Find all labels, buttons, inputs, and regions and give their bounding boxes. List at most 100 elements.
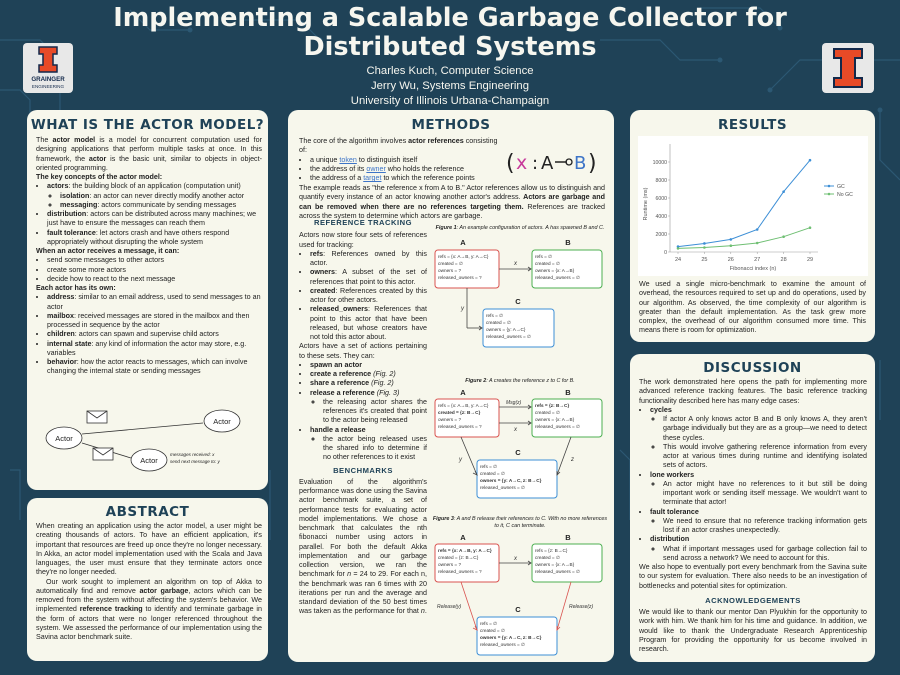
bench-text: Evaluation of the algorithm's performanc… bbox=[299, 477, 427, 579]
methods-text: The core of the algorithm involves bbox=[299, 137, 409, 145]
caption-text: : A creates the reference z to C for B. bbox=[486, 378, 575, 384]
illinois-block-i-icon bbox=[833, 48, 863, 88]
data-point bbox=[729, 238, 733, 241]
data-point bbox=[676, 245, 680, 248]
actor-label: Actor bbox=[140, 456, 158, 465]
svg-text:GRAINGER: GRAINGER bbox=[31, 76, 65, 83]
abstract-panel: ABSTRACT When creating an application us… bbox=[27, 498, 268, 661]
figure-3-diagram: A B C refs = {x: A→B, y: A→C} created = … bbox=[434, 533, 603, 656]
poster-title: Implementing a Scalable Garbage Collecto… bbox=[113, 3, 787, 62]
key-concepts-label: The key concepts of the actor model: bbox=[36, 173, 262, 182]
x-axis-label: Fibonacci index (n) bbox=[730, 266, 777, 272]
edge-case-list: cycles If actor A only knows actor B and… bbox=[639, 406, 867, 563]
list-item: decide how to react to the next message bbox=[47, 275, 262, 284]
definition: : actors can spawn and supervise child a… bbox=[74, 330, 219, 339]
box-line: owners = {x: A→B} bbox=[535, 562, 575, 567]
definition: : actors can be distributed across many … bbox=[47, 210, 257, 228]
svg-text:(: ( bbox=[506, 151, 515, 176]
figure-1-caption: Figure 1: An example configuration of ac… bbox=[431, 225, 609, 232]
definition: : References owned by this actor. bbox=[310, 249, 427, 267]
grainger-engineering-logo: GRAINGER ENGINEERING bbox=[23, 43, 73, 93]
data-point bbox=[703, 242, 706, 245]
data-point bbox=[782, 235, 785, 238]
box-line: released_owners = ? bbox=[438, 569, 482, 574]
reference-formula: ( x : A B ) bbox=[506, 151, 597, 176]
list-item: mailbox: received messages are stored in… bbox=[47, 312, 262, 331]
target-term: target bbox=[363, 174, 382, 182]
data-point bbox=[729, 244, 733, 247]
methods-text: The example reads as "the reference x fr… bbox=[299, 184, 605, 202]
list-item: fault tolerance: let actors crash and ha… bbox=[47, 229, 262, 248]
bench-text: . bbox=[424, 607, 427, 616]
ops-intro: Actors have a set of actions pertaining … bbox=[299, 342, 427, 360]
actor-A-label: A bbox=[460, 238, 466, 247]
author-line-2: Jerry Wu, Systems Engineering bbox=[370, 80, 529, 93]
box-line: created = ∅ bbox=[480, 628, 505, 633]
figure-2-caption: Figure 2: A creates the reference z to C… bbox=[431, 378, 609, 385]
methods-intro: The core of the algorithm involves actor… bbox=[299, 137, 505, 156]
discussion-intro: The work demonstrated here opens the pat… bbox=[639, 378, 867, 405]
release-y-label: Release(y) bbox=[437, 604, 462, 610]
box-line: refs = ∅ bbox=[480, 464, 497, 469]
item-text: a unique bbox=[310, 155, 340, 164]
list-item: the actor being released uses the shared… bbox=[323, 435, 427, 463]
reference-parts-list: a unique token to distinguish itself the… bbox=[299, 156, 505, 184]
y-tick-label: 6000 bbox=[655, 196, 667, 202]
actor-A-label: A bbox=[460, 533, 466, 542]
term: owners bbox=[310, 268, 335, 277]
box-line: released_owners = ∅ bbox=[486, 334, 531, 339]
caption-text: : An example configuration of actors. A … bbox=[456, 225, 605, 231]
box-line: owners = ? bbox=[438, 562, 461, 567]
term: refs bbox=[310, 249, 324, 258]
data-point bbox=[755, 228, 759, 231]
discussion-heading: DISCUSSION bbox=[703, 360, 802, 376]
term: messaging bbox=[60, 200, 98, 209]
definition: : References that point to this actor th… bbox=[310, 305, 427, 341]
box-line: created = {z: B→C} bbox=[438, 410, 481, 415]
box-line: released_owners = ∅ bbox=[535, 569, 580, 574]
x-tick-label: 26 bbox=[728, 257, 734, 263]
actor-diagram: Actor Actor Actor messages received: x s… bbox=[45, 409, 241, 472]
box-line: owners = {x: A→B} bbox=[535, 417, 575, 422]
actor-B-label: B bbox=[565, 238, 571, 247]
term: distribution bbox=[47, 210, 87, 218]
methods-bold: actor references bbox=[408, 137, 464, 145]
list-item: spawn an actor bbox=[310, 361, 427, 370]
list-item: released_owners: References that point t… bbox=[310, 305, 427, 342]
abstract-paragraph-2: Our work sought to implement an algorith… bbox=[36, 578, 262, 643]
fig-ref: (Fig. 2) bbox=[371, 370, 396, 378]
x-tick-label: 29 bbox=[807, 257, 813, 263]
benchmarks-text: Evaluation of the algorithm's performanc… bbox=[299, 478, 427, 617]
receives-label: When an actor receives a message, it can… bbox=[36, 247, 262, 256]
concept-list: actors: the building block of an applica… bbox=[36, 182, 262, 247]
list-item: created: References created by this acto… bbox=[310, 287, 427, 306]
term: address bbox=[47, 293, 75, 302]
messages-received-note: messages received: x bbox=[170, 452, 215, 457]
x-tick-label: 24 bbox=[675, 257, 681, 263]
actor-B-label: B bbox=[565, 533, 571, 542]
term: behavior bbox=[47, 358, 77, 366]
illinois-logo bbox=[822, 43, 874, 93]
actions-list: spawn an actor create a reference (Fig. … bbox=[299, 361, 427, 463]
ref-y-label: y bbox=[460, 306, 465, 312]
actor-C-label: C bbox=[515, 297, 521, 306]
legend-marker bbox=[827, 192, 831, 196]
illinois-block-i-icon: GRAINGER ENGINEERING bbox=[31, 46, 65, 89]
term: mailbox bbox=[47, 311, 74, 320]
list-item: create some more actors bbox=[47, 266, 262, 275]
item-text: the address of a bbox=[310, 174, 364, 182]
data-point bbox=[808, 226, 812, 229]
list-item: This would involve gathering reference i… bbox=[663, 443, 867, 471]
data-point bbox=[755, 241, 759, 245]
list-item: handle a release the actor being release… bbox=[310, 426, 427, 463]
list-item: send some messages to other actors bbox=[47, 256, 262, 265]
author-line-1: Charles Kuch, Computer Science bbox=[366, 65, 534, 77]
list-item: If actor A only knows actor B and B only… bbox=[663, 415, 867, 443]
formula-target: B bbox=[574, 153, 586, 174]
fig-ref: (Fig. 2) bbox=[369, 379, 394, 388]
actor-model-intro: The actor model is a model for concurren… bbox=[36, 136, 262, 173]
formula-token: x bbox=[516, 152, 527, 174]
x-tick-label: 25 bbox=[701, 257, 707, 263]
list-item: What if important messages used for garb… bbox=[663, 545, 867, 564]
